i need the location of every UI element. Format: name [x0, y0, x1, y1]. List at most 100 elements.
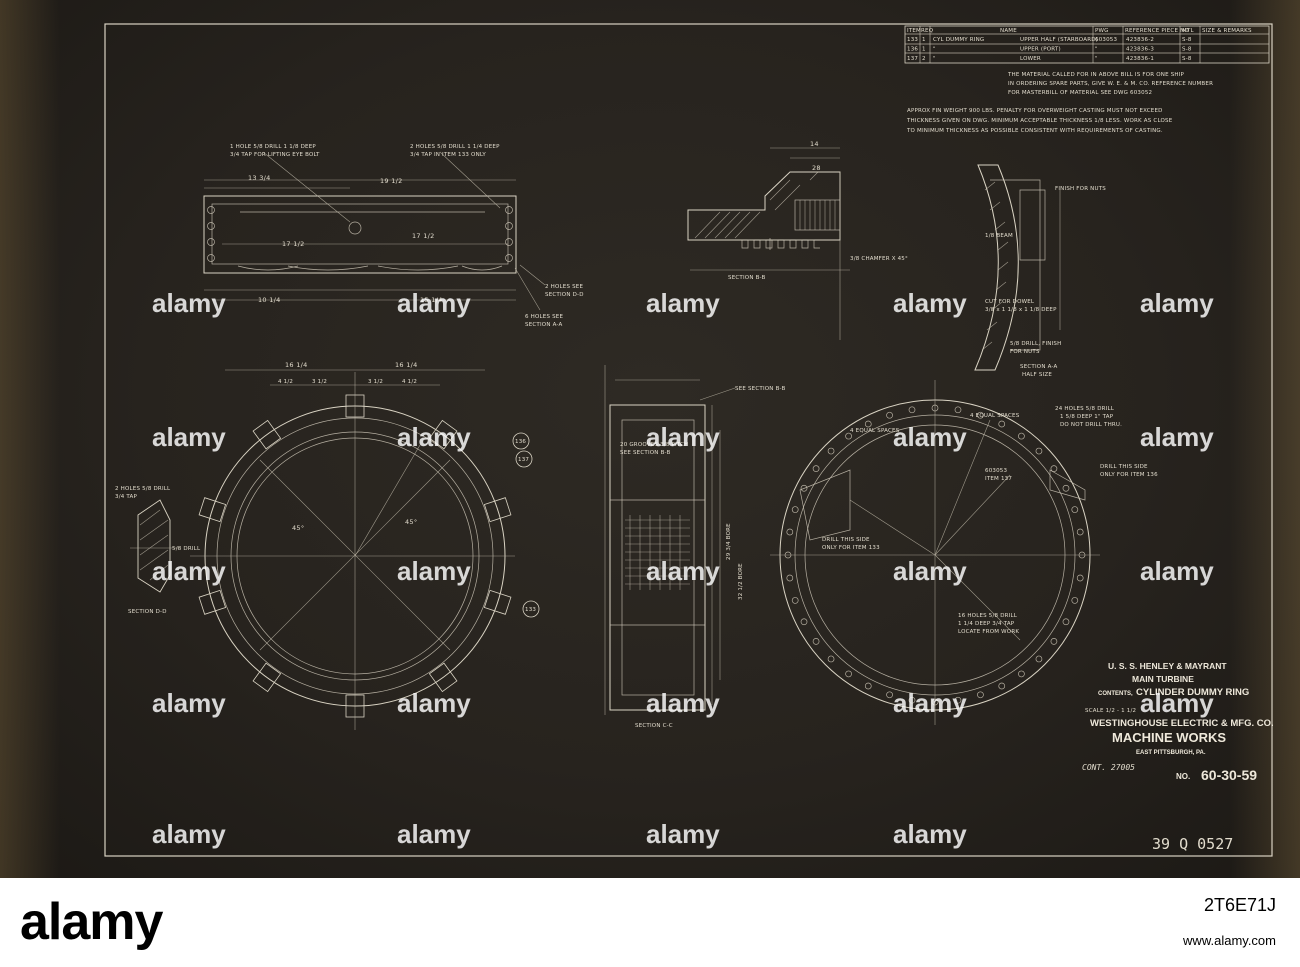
- angle-45-right: 45°: [405, 518, 417, 526]
- holes-16-note-1: 16 HOLES 5/8 DRILL: [958, 613, 1018, 619]
- angle-45-left: 45°: [292, 524, 304, 532]
- bom-header: NAME: [1000, 28, 1017, 34]
- dim-14: 14: [810, 140, 819, 148]
- section-dd-view: 2 HOLES 5/8 DRILL 3/4 TAP 5/8 DRILL SECT…: [115, 486, 201, 615]
- title-scale: SCALE 1/2 - 1 1/2: [1085, 708, 1136, 714]
- bom-cell: 423836-2: [1126, 37, 1154, 43]
- bolt-hole: [886, 691, 893, 699]
- watermark-text: alamy: [1140, 422, 1214, 452]
- section-aa-label: SECTION A-A: [1020, 364, 1057, 370]
- title-assembly: MAIN TURBINE: [1132, 674, 1194, 684]
- bolt-hole: [954, 696, 962, 704]
- footer-logo[interactable]: alamy: [20, 893, 163, 951]
- holes-see-aa-1: 6 HOLES SEE: [525, 314, 563, 320]
- bolt-hole: [1076, 574, 1084, 582]
- watermark-text: alamy: [893, 556, 967, 586]
- dd-drill-tap-1: 2 HOLES 5/8 DRILL: [115, 486, 171, 492]
- bolt-hole: [786, 528, 794, 536]
- bolt-hole: [908, 696, 916, 704]
- bolt-hole: [791, 597, 799, 604]
- watermark-text: alamy: [152, 556, 226, 586]
- ring-lug: [198, 497, 227, 523]
- bom-cell: ": [1095, 56, 1098, 62]
- holes-see-dd-1: 2 HOLES SEE: [545, 284, 583, 290]
- holes-16-note-3: LOCATE FROM WORK: [958, 629, 1019, 635]
- bolt-hole: [1035, 447, 1043, 455]
- bubble-133: 133: [525, 607, 536, 613]
- bolt-hole: [977, 691, 984, 699]
- ring-lug: [483, 497, 512, 523]
- note-1: THE MATERIAL CALLED FOR IN ABOVE BILL IS…: [1007, 72, 1185, 78]
- ring-lug: [198, 589, 227, 615]
- bom-cell: 137: [907, 56, 918, 62]
- holes-24-note-3: DO NOT DRILL THRU.: [1060, 422, 1122, 428]
- dim-28: 28: [812, 164, 821, 172]
- dim-3-1-2-a: 3 1/2: [312, 379, 327, 385]
- bom-header: REQ: [921, 28, 934, 34]
- bom-cell: S-8: [1182, 37, 1192, 43]
- drill-side-136-2: ONLY FOR ITEM 136: [1100, 472, 1158, 478]
- footer-site[interactable]: www.alamy.com: [1183, 933, 1276, 948]
- bom-cell: 603053: [1095, 37, 1117, 43]
- watermark-text: alamy: [893, 819, 967, 849]
- cut-for-dowel-2: 3/8 x 1 1/8 x 1 1/8 DEEP: [985, 307, 1057, 313]
- watermark-text: alamy: [893, 688, 967, 718]
- holes-24-note-2: 1 5/8 DEEP 1" TAP: [1060, 414, 1114, 420]
- drill-side-133-1: DRILL THIS SIDE: [822, 537, 870, 543]
- bolt-hole: [954, 406, 962, 414]
- bom-cell: ": [933, 47, 936, 53]
- drill-side-136-1: DRILL THIS SIDE: [1100, 464, 1148, 470]
- bom-cell: 1: [922, 47, 926, 53]
- equal-spaces-note-b: 4 EQUAL SPACES: [970, 413, 1020, 419]
- bolt-hole: [791, 506, 799, 513]
- bom-header: REFERENCE PIECE NO: [1125, 28, 1189, 34]
- bom-cell: UPPER (PORT): [1020, 47, 1061, 53]
- file-number: 39 Q 0527: [1152, 835, 1233, 853]
- bolt-hole: [1050, 465, 1058, 472]
- bolt-hole: [1062, 618, 1070, 626]
- bolt-hole: [908, 406, 916, 414]
- dd-drill-tap-2: 3/4 TAP: [115, 494, 137, 500]
- watermark-grid: alamy alamy alamy alamy alamy alamy alamy alamy…: [152, 288, 1214, 849]
- bolt-hole: [1018, 670, 1025, 678]
- lifting-hole-note-2: 3/4 TAP FOR LIFTING EYE BOLT: [230, 152, 320, 158]
- dim-17-1-2-a: 17 1/2: [282, 240, 305, 248]
- material-notes: THE MATERIAL CALLED FOR IN ABOVE BILL IS…: [906, 72, 1213, 134]
- ring-rear-view: 4 EQUAL SPACES 4 EQUAL SPACES 24 HOLES 5…: [770, 380, 1158, 725]
- equal-spaces-note: 4 EQUAL SPACES: [850, 428, 900, 434]
- drill-finish-2: FOR NUTS: [1010, 349, 1040, 355]
- dim-16-1-4-a: 16 1/4: [285, 361, 308, 369]
- cut-for-dowel-1: CUT FOR DOWEL: [985, 299, 1035, 305]
- bolt-hole: [1071, 506, 1079, 513]
- bolt-hole: [827, 447, 835, 455]
- watermark-text: alamy: [397, 819, 471, 849]
- bolt-hole: [1035, 655, 1043, 663]
- grooves-note-1: 20 GROOVES 3/8 PITCH: [620, 442, 688, 448]
- two-holes-note-1: 2 HOLES 5/8 DRILL 1 1/4 DEEP: [410, 144, 500, 150]
- dim-19-1-2: 19 1/2: [380, 177, 403, 185]
- bolt-hole: [812, 638, 820, 645]
- bolt-hole: [800, 484, 808, 492]
- note-5: THICKNESS GIVEN ON DWG. MINIMUM ACCEPTAB…: [906, 118, 1173, 124]
- note-4: APPROX FIN WEIGHT 900 LBS. PENALTY FOR O…: [907, 108, 1163, 114]
- bom-cell: 133: [907, 37, 918, 43]
- watermark-text: alamy: [152, 422, 226, 452]
- bolt-hole: [998, 420, 1006, 428]
- item-ref-2: ITEM 137: [985, 476, 1012, 482]
- dim-13-3-4: 13 3/4: [248, 174, 271, 182]
- watermark-text: alamy: [646, 422, 720, 452]
- bom-cell: 2: [922, 56, 926, 62]
- watermark-text: alamy: [152, 819, 226, 849]
- ring-lug: [428, 662, 458, 693]
- dim-16-1-4-b: 16 1/4: [395, 361, 418, 369]
- ring-lug: [252, 419, 282, 450]
- watermark-text: alamy: [646, 819, 720, 849]
- holes-see-dd-2: SECTION D-D: [545, 292, 584, 298]
- section-cc-label: SECTION C-C: [635, 723, 673, 729]
- watermark-text: alamy: [397, 422, 471, 452]
- bolt-hole: [886, 411, 893, 419]
- bom-cell: S-8: [1182, 56, 1192, 62]
- lifting-hole-note-1: 1 HOLE 5/8 DRILL 1 1/8 DEEP: [230, 144, 316, 150]
- title-location: EAST PITTSBURGH, PA.: [1136, 750, 1206, 756]
